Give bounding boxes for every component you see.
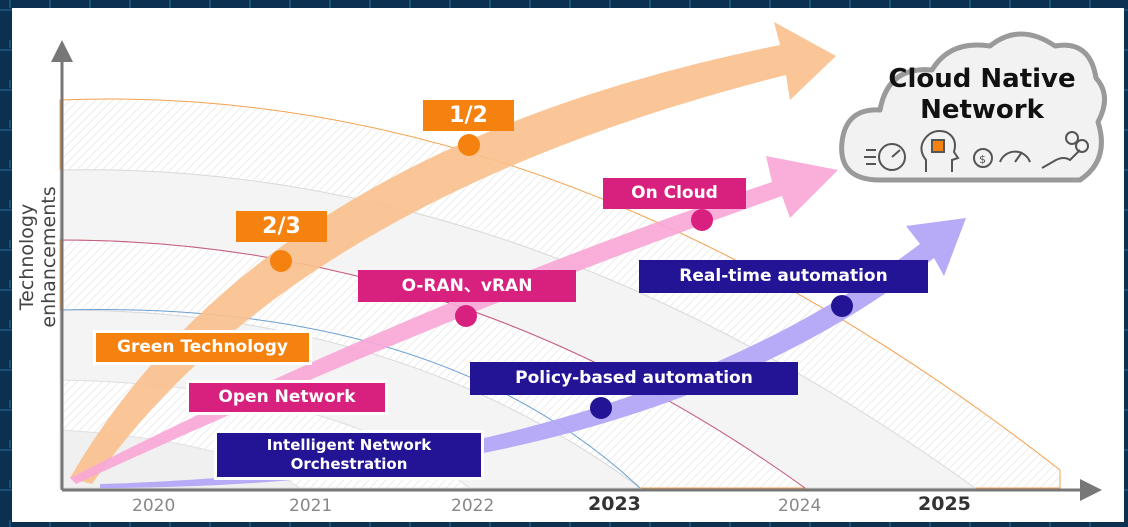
y-axis-arrowhead-icon [51, 40, 73, 62]
cloud-title-line2: Network [920, 95, 1044, 125]
year-label-2023: 2023 [588, 493, 641, 515]
year-label-2022: 2022 [451, 496, 495, 516]
open-network-arrow [70, 156, 838, 484]
open-network-label: Open Network [186, 380, 388, 415]
hand-link-icon [1041, 131, 1089, 169]
x-axis-arrowhead-icon [1080, 479, 1102, 501]
open-milestone-on-cloud: On Cloud [603, 178, 746, 209]
milestone-dot-automation-2 [831, 295, 853, 317]
automation-label-line2: Orchestration [290, 455, 408, 473]
axes [51, 40, 1102, 501]
cloud-title-line1: Cloud Native [888, 64, 1076, 94]
cloud-title: Cloud Native Network [870, 64, 1094, 126]
automation-label: Intelligent Network Orchestration [214, 430, 484, 480]
year-label-2024: 2024 [778, 496, 822, 516]
y-axis-label: Technology enhancements [16, 186, 60, 328]
svg-text:$: $ [979, 153, 986, 166]
automation-milestone-realtime: Real-time automation [639, 260, 928, 293]
cost-gauge-icon: $ [973, 148, 1031, 168]
milestone-dot-automation-1 [590, 397, 612, 419]
milestone-dot-open-1 [455, 305, 477, 327]
green-milestone-1-2: 1/2 [423, 100, 514, 131]
year-label-2025: 2025 [918, 493, 971, 515]
green-milestone-2-3: 2/3 [236, 211, 327, 242]
cloud-icon [839, 31, 1107, 183]
green-technology-label: Green Technology [93, 330, 312, 365]
open-network-label-text: Open Network [189, 383, 385, 412]
automation-milestone-policy: Policy-based automation [470, 362, 798, 395]
automation-label-line1: Intelligent Network [266, 436, 432, 454]
speed-gauge-icon [864, 143, 906, 171]
milestone-dot-green-1 [270, 250, 292, 272]
year-label-2020: 2020 [132, 496, 176, 516]
milestone-dot-open-2 [691, 209, 713, 231]
automation-arrow [100, 218, 966, 488]
milestone-dot-green-2 [458, 134, 480, 156]
year-label-2021: 2021 [289, 496, 333, 516]
ai-chip-head-icon [920, 130, 960, 172]
green-technology-label-text: Green Technology [96, 333, 309, 362]
green-technology-arrow [70, 22, 836, 484]
open-milestone-oran-vran: O-RAN、vRAN [358, 270, 576, 302]
